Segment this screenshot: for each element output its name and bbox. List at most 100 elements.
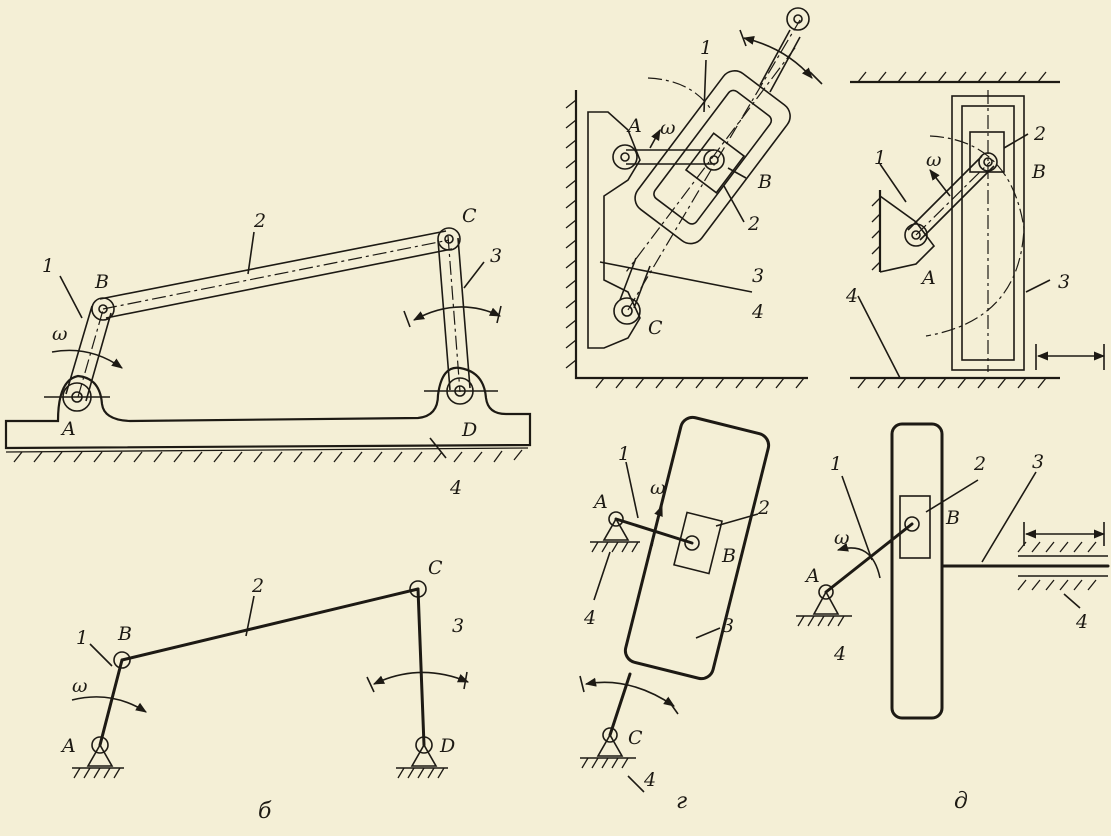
- joint-B-g: [684, 535, 700, 551]
- joint-A-vv: [904, 223, 928, 247]
- ground-hatch-a: [5, 447, 529, 463]
- caption-g: г: [676, 789, 687, 814]
- label-2-d: 2: [973, 453, 986, 475]
- joint-D-b: [415, 736, 433, 754]
- joint-B-d: [904, 516, 920, 532]
- panel-rocking-slotted-scheme: 1 2 3 4 4 A B C ω г: [579, 415, 771, 814]
- caption-b: б: [258, 799, 272, 824]
- label-3-v: 3: [752, 265, 764, 287]
- label-4b-d: 4: [1075, 611, 1088, 633]
- joint-A-d: [818, 584, 834, 600]
- omega-arrow-d: [836, 542, 881, 579]
- label-2-vv: 2: [1033, 123, 1046, 145]
- slider-2-v: [684, 132, 746, 194]
- rocker-swing-arrow-v: [742, 35, 813, 79]
- joint-B-b: [113, 651, 131, 669]
- label-omega-vv: ω: [926, 149, 942, 171]
- panel-sliding-yoke-structural: 1 2 3 4 A B ω: [845, 71, 1106, 389]
- label-1-v: 1: [700, 37, 712, 59]
- label-C-a: C: [462, 205, 477, 227]
- label-3-a: 3: [490, 245, 502, 267]
- omega-arrow-g: [651, 504, 663, 547]
- joint-C-g: [602, 727, 618, 743]
- label-omega-b: ω: [72, 675, 88, 697]
- label-omega-g: ω: [650, 477, 666, 499]
- label-1-vv: 1: [874, 147, 886, 169]
- caption-d: д: [954, 789, 968, 814]
- label-B-d: B: [945, 507, 960, 529]
- label-B-g: B: [721, 545, 736, 567]
- label-1-a: 1: [42, 255, 54, 277]
- label-A-vv: A: [920, 267, 936, 289]
- label-3-vv: 3: [1058, 271, 1070, 293]
- label-3-g: 3: [722, 615, 734, 637]
- support-A-g: [590, 517, 640, 553]
- support-C-g: [580, 733, 636, 769]
- omega-arrow-v: [649, 129, 661, 149]
- omega-arrow-a: [51, 349, 123, 369]
- label-4b-g: 4: [643, 769, 656, 791]
- label-C-b: C: [428, 557, 443, 579]
- label-omega-v: ω: [660, 117, 676, 139]
- slider-2-d: [899, 495, 931, 559]
- label-2-v: 2: [747, 213, 760, 235]
- support-A-b: [72, 743, 124, 779]
- label-2-g: 2: [757, 497, 770, 519]
- panel-rocking-slotted-structural: 1 2 3 4 A B C ω: [565, 7, 823, 389]
- omega-arrow-vv: [929, 169, 951, 197]
- joint-B-a: [91, 297, 115, 321]
- omega-arrow-b: [71, 696, 147, 713]
- label-4-vv: 4: [845, 285, 858, 307]
- label-A-g: A: [592, 491, 608, 513]
- label-D-a: D: [461, 419, 477, 441]
- joint-C-v: [613, 297, 641, 325]
- frame-base-4: [4, 366, 532, 450]
- label-4-v: 4: [751, 301, 764, 323]
- label-1-d: 1: [830, 453, 842, 475]
- label-1-b: 1: [76, 627, 88, 649]
- rocker-swing-arrow-b: [372, 671, 470, 685]
- slider-2-g: [673, 511, 723, 575]
- joint-A-g: [608, 511, 624, 527]
- label-B-a: B: [94, 271, 109, 293]
- label-A-v: A: [626, 115, 642, 137]
- label-A-b: A: [60, 735, 76, 757]
- label-omega-d: ω: [834, 527, 850, 549]
- panel-four-bar-scheme: 1 2 3 A B C D ω б: [60, 557, 470, 824]
- joint-A-a: [44, 382, 110, 412]
- link-2-coupler: [99, 230, 453, 319]
- joint-C-a: [437, 227, 461, 251]
- joint-A-b: [91, 736, 109, 754]
- label-1-g: 1: [618, 443, 630, 465]
- label-C-v: C: [648, 317, 663, 339]
- label-4-a: 4: [449, 477, 462, 499]
- label-2-b: 2: [251, 575, 264, 597]
- rocker-swing-arrow-a: [413, 306, 502, 321]
- slotted-rocker-3-v: [626, 47, 796, 272]
- panel-sliding-yoke-scheme: 1 2 3 4 4 A B ω д: [796, 422, 1110, 814]
- label-A-d: A: [804, 565, 820, 587]
- label-B-b: B: [117, 623, 132, 645]
- joint-B-v: [703, 149, 725, 171]
- panel-four-bar-structural: 1 2 3 4 A B C D ω: [4, 205, 532, 499]
- joint-B-vv: [978, 152, 998, 172]
- wall-v: [574, 90, 808, 380]
- label-A-a: A: [60, 418, 76, 440]
- label-4-d: 4: [833, 643, 846, 665]
- label-B-vv: B: [1031, 161, 1046, 183]
- support-A-d: [796, 590, 852, 627]
- label-3-b: 3: [452, 615, 464, 637]
- joint-C-b: [409, 580, 427, 598]
- label-4-g: 4: [583, 607, 596, 629]
- support-D-b: [396, 743, 448, 779]
- label-C-g: C: [628, 727, 643, 749]
- label-B-v: B: [757, 171, 772, 193]
- joint-A-v: [612, 144, 638, 170]
- label-3-d: 3: [1032, 451, 1044, 473]
- label-2-a: 2: [253, 210, 266, 232]
- yoke-3-d: [890, 422, 944, 720]
- label-omega-a: ω: [52, 323, 68, 345]
- label-D-b: D: [439, 735, 455, 757]
- joint-D-a: [424, 377, 498, 405]
